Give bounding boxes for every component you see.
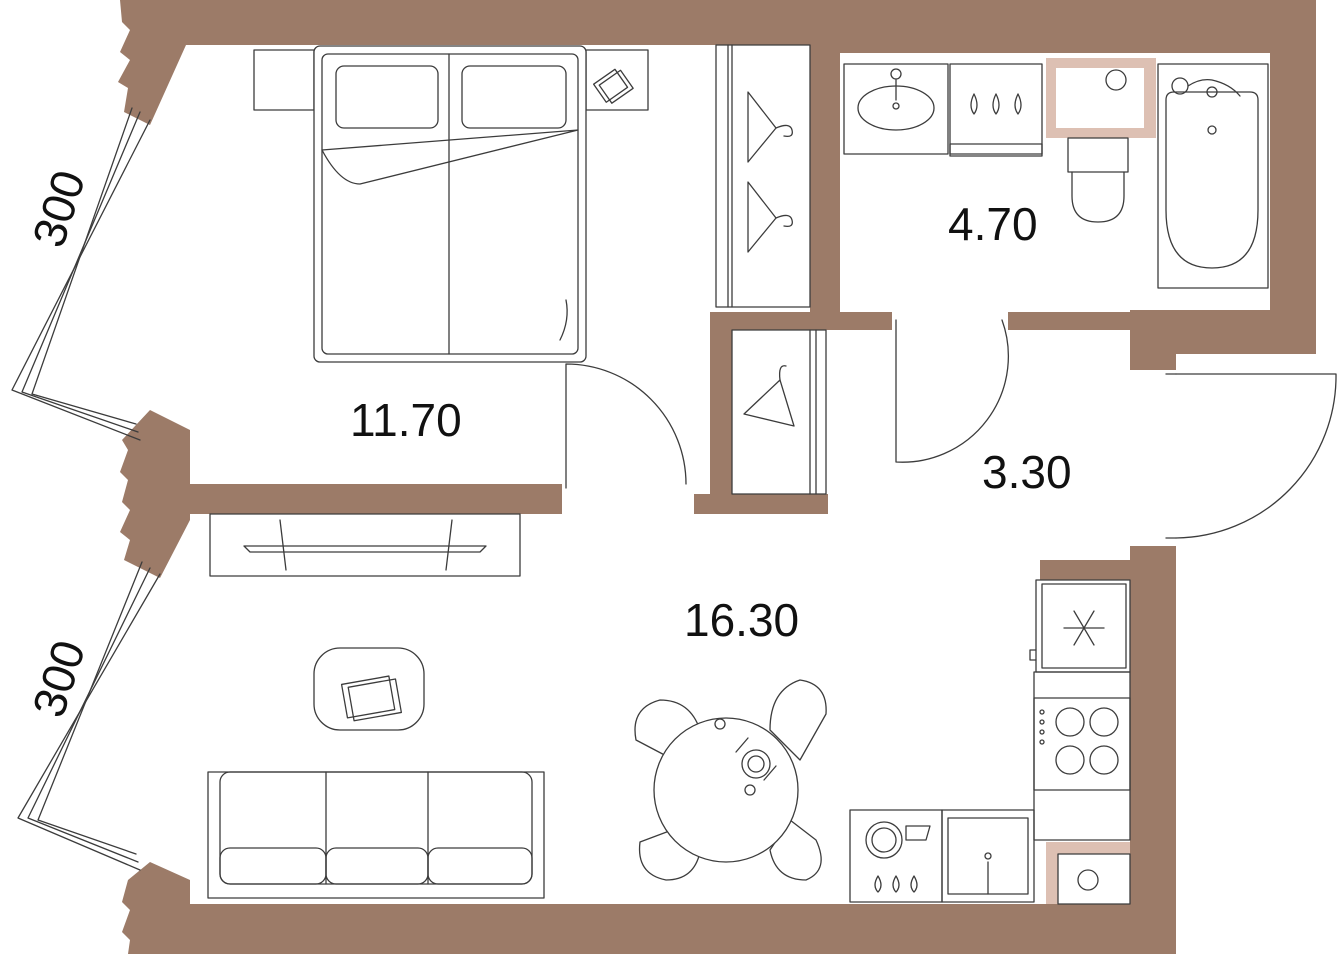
stove-icon xyxy=(1033,671,1131,841)
window-upper xyxy=(11,119,151,441)
wall-right-lower xyxy=(1130,546,1176,954)
window-upper-dimension: 300 xyxy=(22,164,95,253)
window-lower-dimension: 300 xyxy=(22,634,95,723)
wall-kitchen-stub xyxy=(1040,560,1132,580)
room-labels: 11.70 4.70 3.30 16.30 300 300 xyxy=(22,164,1071,723)
wall-corridor-bottom xyxy=(694,494,828,514)
hall-area-label: 3.30 xyxy=(982,446,1072,498)
bathroom-area-label: 4.70 xyxy=(948,198,1038,250)
wall-top xyxy=(186,0,1316,45)
window-upper-inner xyxy=(21,111,141,433)
door-bathroom-icon xyxy=(895,319,1009,463)
door-bedroom-icon xyxy=(565,363,687,489)
walls xyxy=(118,0,1316,954)
wall-bottom xyxy=(186,904,1176,954)
wall-right-upper xyxy=(1270,0,1316,354)
shaft-kitchen xyxy=(1046,842,1130,904)
wall-left-mid xyxy=(120,410,190,578)
bed-icon xyxy=(253,45,649,363)
wall-hall-right xyxy=(1176,310,1316,354)
wall-corridor-left xyxy=(710,312,732,514)
wardrobe-hanger-icon xyxy=(747,91,793,253)
wall-bath-bottom-right xyxy=(1008,312,1178,330)
coffee-table-icon xyxy=(313,647,425,731)
wall-bedroom-divider xyxy=(186,484,562,514)
wall-left-top xyxy=(118,0,186,125)
sink-icon xyxy=(843,63,949,155)
living-area-label: 16.30 xyxy=(684,594,799,646)
door-entrance-icon xyxy=(1175,373,1337,539)
wall-corridor-top xyxy=(710,312,810,330)
tv-icon xyxy=(209,513,521,577)
bathtub-icon xyxy=(1157,63,1269,289)
dining-table-icon xyxy=(634,679,827,881)
bedroom-area-label: 11.70 xyxy=(350,394,462,446)
doors xyxy=(565,319,1337,539)
wall-bath-bottom-left xyxy=(810,312,892,330)
wall-bath-left xyxy=(810,45,840,320)
washing-machine-icon xyxy=(949,63,1043,157)
window-lower xyxy=(17,573,161,871)
windows xyxy=(11,107,161,871)
kitchen-sink-icon xyxy=(941,809,1131,905)
fridge-snowflake-icon xyxy=(1029,579,1131,673)
wall-bath-top-inner xyxy=(840,45,1272,53)
window-lower-inner2 xyxy=(37,561,143,855)
bathroom xyxy=(843,63,1269,289)
window-upper-inner2 xyxy=(31,107,137,425)
kitchen xyxy=(849,579,1131,905)
shaft-bath xyxy=(1046,58,1156,138)
sofa-icon xyxy=(207,771,545,899)
toilet-icon xyxy=(1067,69,1129,223)
wall-left-bottom xyxy=(122,862,190,954)
wardrobe-hall xyxy=(731,329,827,495)
wardrobe-bedroom xyxy=(715,44,811,308)
window-lower-inner xyxy=(27,567,151,863)
dishwasher-icon xyxy=(849,809,943,903)
